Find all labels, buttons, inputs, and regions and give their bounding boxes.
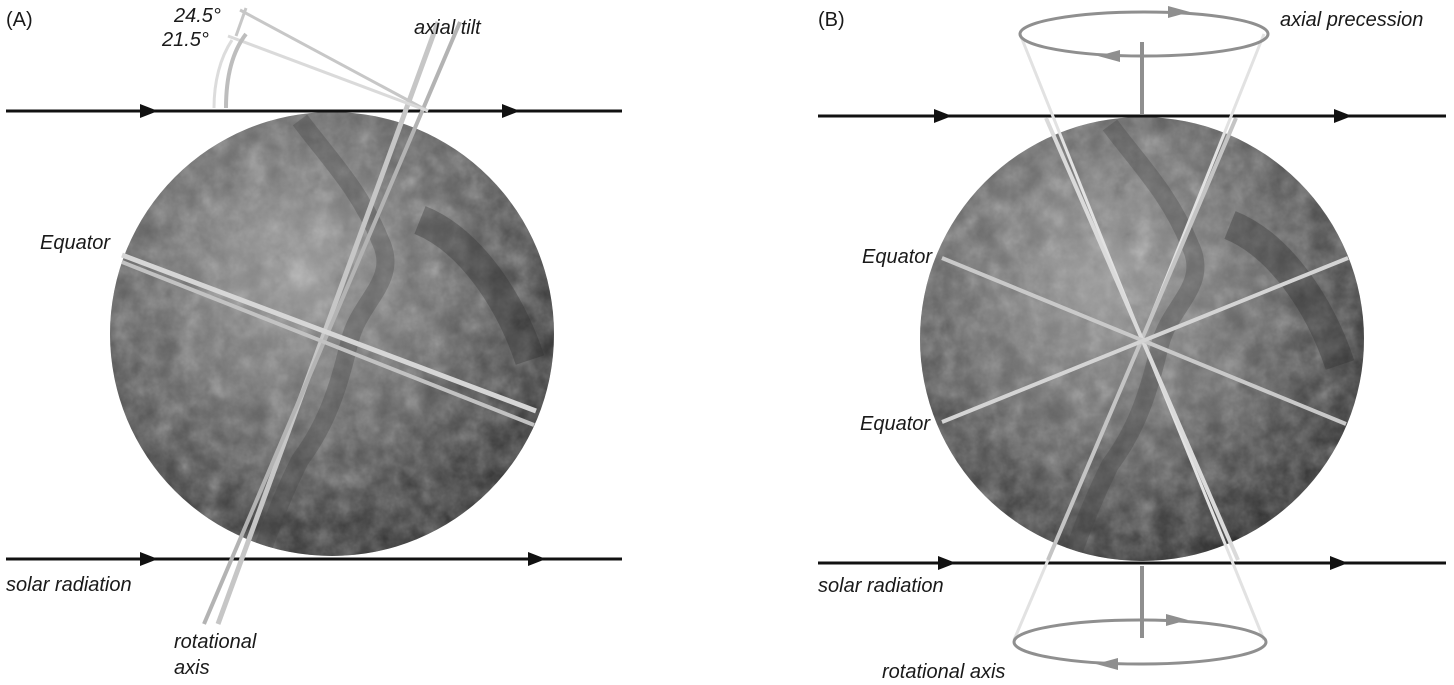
panel-a: (A) bbox=[6, 5, 622, 679]
axial-precession-label: axial precession bbox=[1280, 9, 1423, 31]
equator-label-a: Equator bbox=[40, 232, 111, 254]
rotational-axis-label-a-line1: rotational bbox=[174, 631, 257, 653]
panel-a-tag: (A) bbox=[6, 9, 33, 31]
panel-b: (B) bbox=[818, 6, 1446, 683]
rotational-axis-label-b: rotational axis bbox=[882, 661, 1005, 683]
angle-min-label: 21.5° bbox=[161, 29, 209, 51]
tilt-angle-indicator bbox=[214, 8, 428, 111]
panel-b-tag: (B) bbox=[818, 9, 845, 31]
axial-tilt-label: axial tilt bbox=[414, 17, 482, 39]
angle-max-label: 24.5° bbox=[173, 5, 221, 27]
rotational-axis-label-a-line2: axis bbox=[174, 657, 210, 679]
equator-upper-label-b: Equator bbox=[862, 246, 933, 268]
equator-lower-label-b: Equator bbox=[860, 413, 931, 435]
solar-radiation-label-a: solar radiation bbox=[6, 574, 132, 596]
solar-radiation-label-b: solar radiation bbox=[818, 575, 944, 597]
